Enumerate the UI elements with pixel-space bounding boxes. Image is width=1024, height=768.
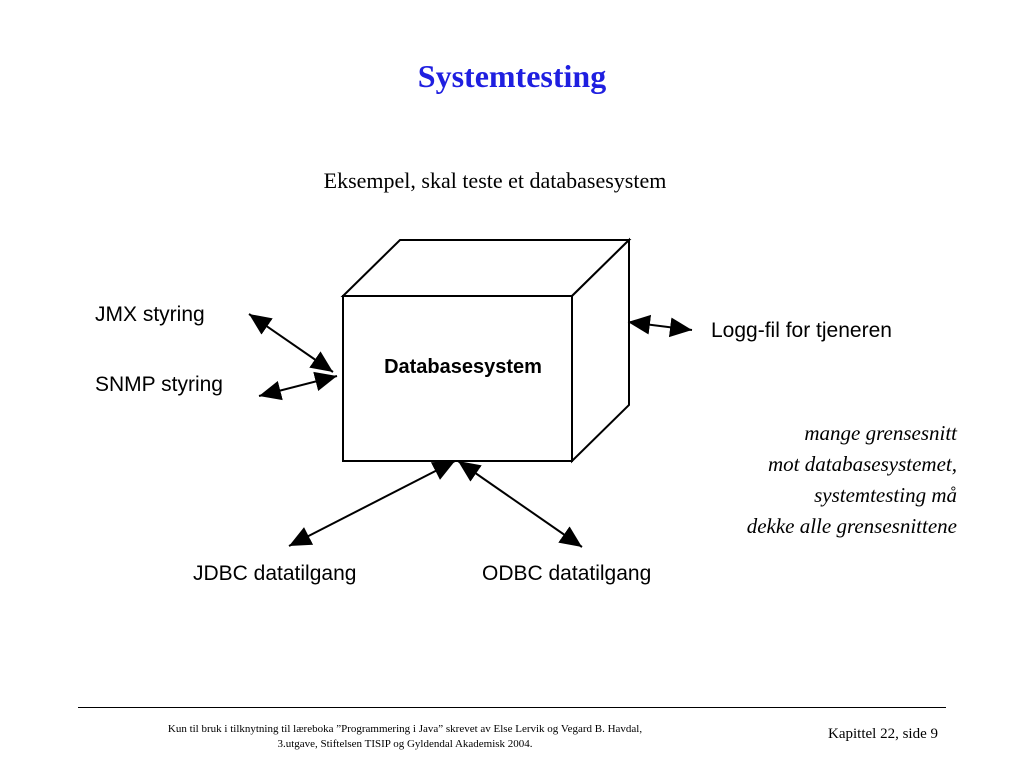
snmp-arrow xyxy=(258,371,338,401)
footer-credit-line: 3.utgave, Stiftelsen TISIP og Gyldendal … xyxy=(277,738,533,750)
odbc-label: ODBC datatilgang xyxy=(482,562,652,585)
note-line: dekke alle grensesnittene xyxy=(746,514,957,538)
slide-title: Systemtesting xyxy=(417,58,607,94)
jmx-arrow xyxy=(248,313,334,373)
footer-credit: Kun til bruk i tilknytning til læreboka … xyxy=(150,722,660,752)
page-reference: Kapittel 22, side 9 xyxy=(828,726,938,742)
odbc-arrow xyxy=(457,460,583,548)
cube-front-face xyxy=(342,295,573,462)
footer-divider xyxy=(78,707,946,708)
jmx-label: JMX styring xyxy=(95,303,205,326)
logfile-arrow xyxy=(627,314,693,338)
interfaces-note: mange grensesnitt mot databasesystemet, … xyxy=(747,418,957,542)
jdbc-label: JDBC datatilgang xyxy=(193,562,357,585)
note-line: systemtesting må xyxy=(814,483,957,507)
note-line: mot databasesystemet, xyxy=(768,452,957,476)
footer-credit-line: Kun til bruk i tilknytning til læreboka … xyxy=(167,723,643,735)
database-system-label: Databasesystem xyxy=(384,356,542,378)
snmp-label: SNMP styring xyxy=(95,373,223,396)
jdbc-arrow xyxy=(288,460,456,547)
note-line: mange grensesnitt xyxy=(804,421,957,445)
logfile-label: Logg-fil for tjeneren xyxy=(711,319,892,342)
slide-subtitle: Eksempel, skal teste et databasesystem xyxy=(323,168,667,193)
database-cube xyxy=(340,237,632,464)
